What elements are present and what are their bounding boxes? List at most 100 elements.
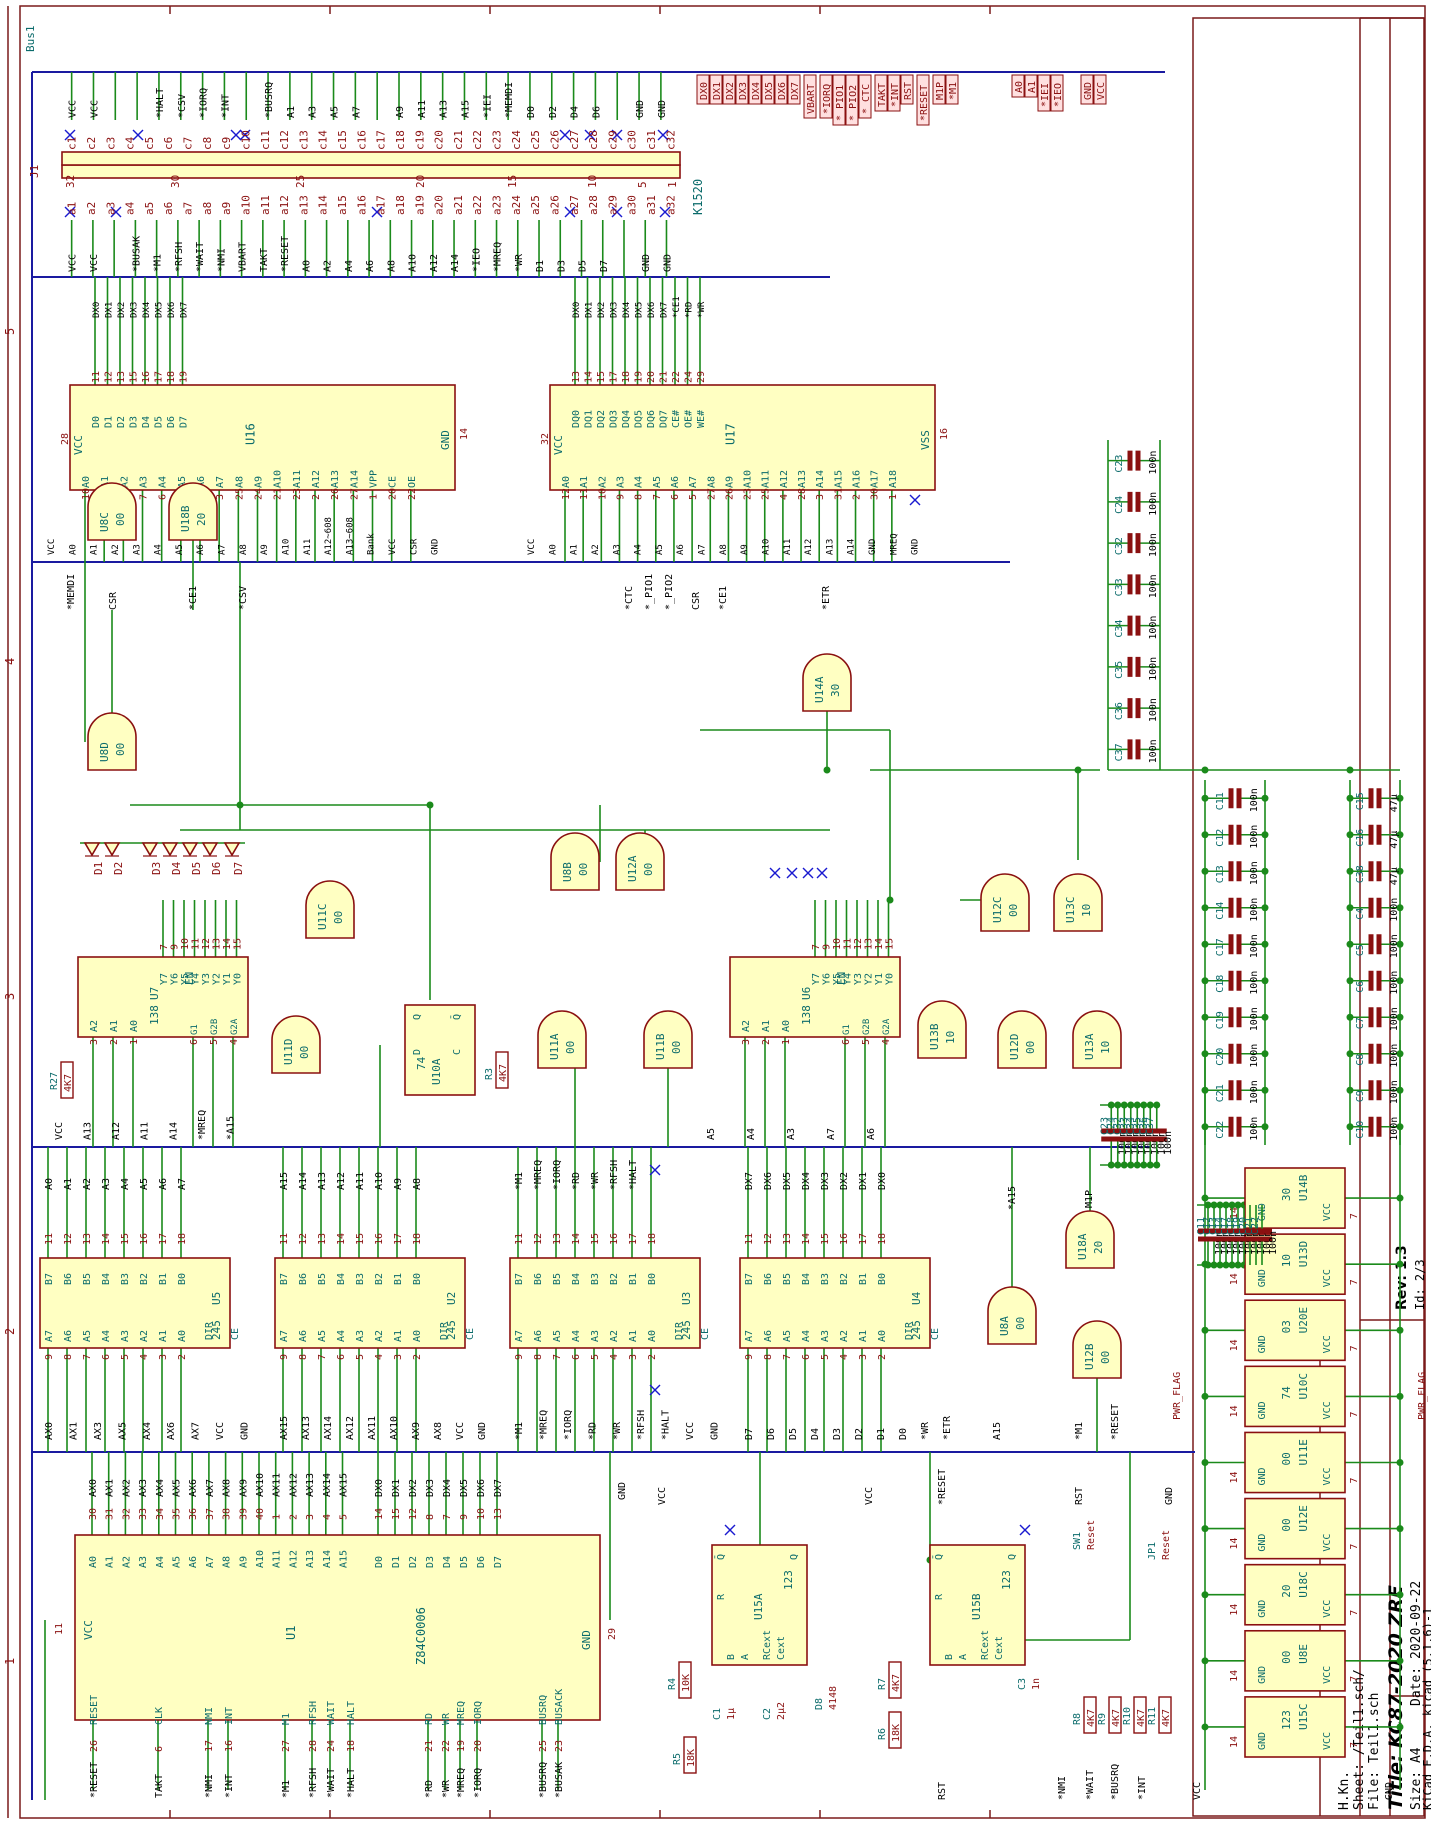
u4-pin: A5 xyxy=(782,1330,793,1342)
power-unit-ref: U8E xyxy=(1297,1644,1310,1664)
resistor-ref: R27 xyxy=(49,1072,60,1090)
u6-pin-num: 9 xyxy=(822,944,833,950)
u4-pin: A1 xyxy=(858,1330,869,1342)
u7-pin-num: 13 xyxy=(212,938,223,950)
u1-pin: D7 xyxy=(493,1556,504,1568)
u2-pin: B5 xyxy=(317,1273,328,1285)
u1-net: *M1 xyxy=(281,1780,292,1798)
bus1-label: Bus1 xyxy=(24,26,37,53)
u1-net: AX9 xyxy=(238,1479,249,1497)
parts-layer: J1K1520c1a1c2a2c3a3c4a4c5a5c6a6c7a7c8a8c… xyxy=(28,130,1400,1774)
u15a-value: 123 xyxy=(782,1570,795,1590)
u17-pin-name: A17 xyxy=(870,470,881,488)
u7-net: A12 xyxy=(111,1122,122,1140)
u5-value: 245 xyxy=(210,1320,223,1340)
j1-pin-a: a27 xyxy=(568,195,581,215)
mid-net-label: *ETR xyxy=(821,585,832,610)
grid-number: 4 xyxy=(3,658,17,665)
u3-net-bottom: *HALT xyxy=(661,1410,672,1440)
u17-pin-num: 3 xyxy=(815,494,826,500)
u1-pin: CLK xyxy=(154,1707,165,1725)
u1-pin: D1 xyxy=(391,1556,402,1568)
u16-net-bottom: GND xyxy=(431,539,441,555)
tb-file: File: Teil1.sch xyxy=(1367,1693,1382,1810)
u3-body xyxy=(509,1257,701,1349)
resistor-ref: R9 xyxy=(1097,1713,1108,1725)
cap-ref: C19 xyxy=(1215,1011,1226,1029)
mid-net-label: *MEMDI xyxy=(66,574,77,610)
u4-pin-num: 11 xyxy=(744,1233,755,1245)
global-label-box xyxy=(735,74,749,105)
u7-net: A13 xyxy=(83,1122,94,1140)
j1-pin-a: a2 xyxy=(85,202,98,215)
u1-net: DX0 xyxy=(374,1479,385,1497)
u16-pin-num: 11 xyxy=(91,371,102,383)
gate-u18b-body xyxy=(168,482,218,541)
u6-pin: G1 xyxy=(842,1024,852,1035)
j1-pin-a: a25 xyxy=(529,195,542,215)
power-unit-value: 74 xyxy=(1280,1386,1293,1400)
gate-u11a-body xyxy=(537,1010,587,1069)
u1-net: TAKT xyxy=(154,1774,165,1798)
u5-pin: A0 xyxy=(177,1330,188,1342)
u2-pin: B7 xyxy=(279,1273,290,1285)
u2-net-top: A13 xyxy=(317,1172,328,1190)
u16-net-bottom: A2 xyxy=(111,544,121,555)
cap-ref: C32 xyxy=(1112,1117,1123,1135)
u17-pin-num: 31 xyxy=(833,488,844,500)
u3-net-bottom: *IORQ xyxy=(563,1410,574,1440)
u7-pin-num: 1 xyxy=(129,1039,140,1045)
u1-pin: IORQ xyxy=(473,1701,484,1725)
gate-u13c-body xyxy=(1053,873,1103,932)
u16-net-bottom: A4 xyxy=(154,544,164,555)
u7-pin-num: 14 xyxy=(222,938,233,950)
net-label-bottom: *WAIT xyxy=(1085,1770,1096,1800)
u7-value: 138 xyxy=(148,1005,161,1025)
u4-net-top: DX3 xyxy=(820,1172,831,1190)
gate-u14a-body xyxy=(802,653,852,712)
u15b-ref: U15B xyxy=(970,1593,983,1620)
u5-pin: B1 xyxy=(158,1273,169,1285)
u16-pin-name: A14 xyxy=(349,470,360,488)
u1-pin-num: 11 xyxy=(54,1623,65,1635)
u16-gnd: GND xyxy=(439,430,452,450)
cap-ref: C16 xyxy=(1355,829,1366,847)
u16-pin-name: A6 xyxy=(196,476,207,488)
u17-pin-num: 6 xyxy=(670,494,681,500)
j1-pin-number: 32 xyxy=(64,175,77,188)
u16-net-bottom: A3 xyxy=(132,544,142,555)
u1-pin: D5 xyxy=(459,1556,470,1568)
u4-pin: A7 xyxy=(744,1330,755,1342)
nc-stroke xyxy=(132,129,144,141)
j1-pin-number: 5 xyxy=(636,181,649,188)
net-label-bottom: *RESET xyxy=(937,1469,948,1505)
cap-value: 100n xyxy=(1249,898,1260,922)
u1-pin-num: 9 xyxy=(459,1514,470,1520)
u2-net-bottom: AX11 xyxy=(367,1416,378,1440)
u3-net-bottom: *RFSH xyxy=(636,1410,647,1440)
u1-pin: A11 xyxy=(272,1550,283,1568)
no-connect-mark xyxy=(611,129,623,141)
u2-pin-num: 13 xyxy=(317,1233,328,1245)
u1-ref: U1 xyxy=(284,1626,298,1640)
power-unit-ref: U15C xyxy=(1297,1704,1310,1731)
u3-net-bottom: *M1 xyxy=(514,1422,525,1440)
j1-pin-a: a7 xyxy=(182,202,195,215)
resistor-body xyxy=(683,1736,697,1774)
no-connect-mark xyxy=(659,206,671,218)
global-label: DX2 xyxy=(722,74,736,105)
grid-number: 5 xyxy=(3,328,17,335)
gate-u8c-body xyxy=(87,482,137,541)
u1-vcc: VCC xyxy=(82,1620,95,1640)
j1-net-bottom: A6 xyxy=(365,260,376,272)
part-ref: C1 xyxy=(712,1708,723,1720)
j1-net-top: A1 xyxy=(286,106,297,118)
gate-u18b-ref: U18B xyxy=(179,505,192,532)
